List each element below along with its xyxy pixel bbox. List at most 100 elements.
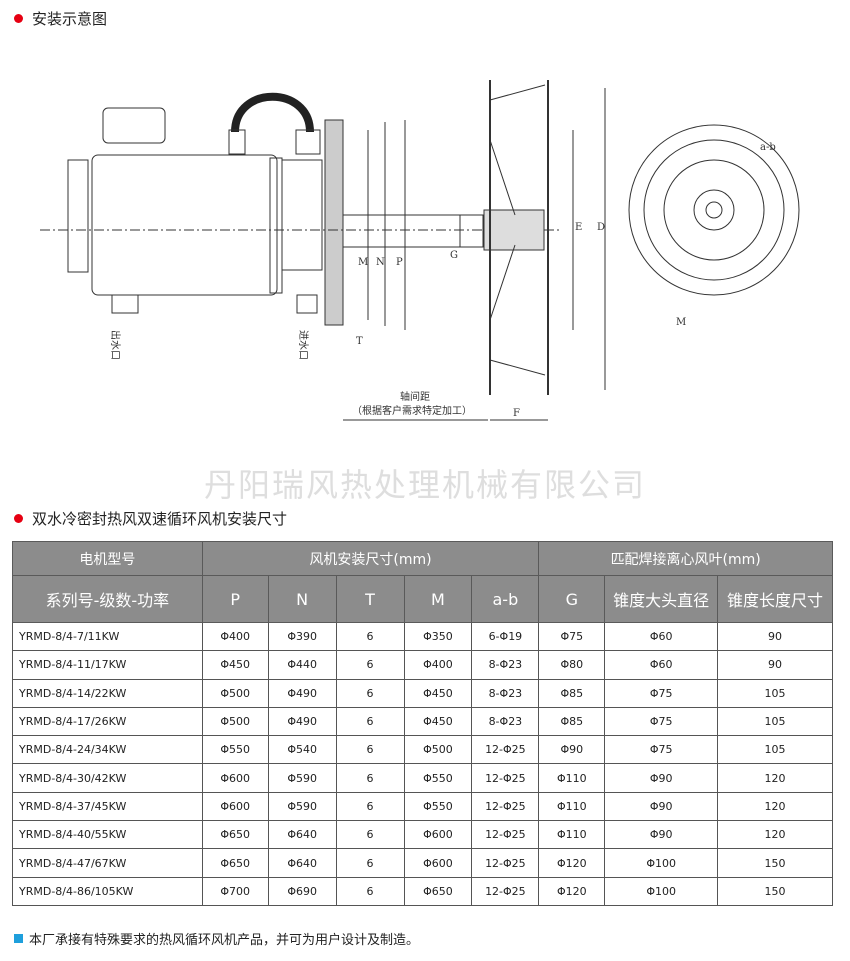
table-cell: Φ90 [538,735,606,765]
table-cell: 120 [717,763,833,793]
bullet-dot-icon [14,514,23,523]
hose-fitting [228,129,246,155]
motor-body [91,154,278,296]
dim-m: M [358,257,368,268]
table-cell: Φ85 [538,678,606,708]
table-cell: Φ400 [201,621,269,652]
shaft [342,214,484,248]
section-title-text: 安装示意图 [32,10,108,28]
dim-f: F [513,408,520,419]
table-cell: Φ650 [403,876,473,906]
table-cell: Φ350 [403,621,473,652]
outlet-pipe [111,294,139,314]
table-cell: Φ640 [267,820,337,850]
hose-fitting [295,129,321,155]
dim-m-circle: M [676,317,686,328]
table-cell: 90 [717,650,833,680]
group-header: 匹配焊接离心风叶(mm) [538,541,833,576]
table-cell: Φ60 [604,621,719,652]
table-cell: 120 [717,820,833,850]
table-cell: Φ650 [201,848,269,878]
table-cell: Φ650 [201,820,269,850]
table-cell: 120 [717,791,833,822]
column-header: N [267,575,337,623]
table-cell: Φ90 [604,820,719,850]
watermark: 丹阳瑞风热处理机械有限公司 [203,466,646,504]
section-title-dimensions: 双水冷密封热风双速循环风机安装尺寸 [14,508,287,529]
table-cell: 12-Φ25 [471,820,540,850]
table-cell: Φ500 [201,678,269,708]
table-cell: Φ550 [403,791,473,822]
table-cell: Φ450 [403,706,473,737]
model-cell: YRMD-8/4-40/55KW [12,820,203,850]
table-cell: Φ90 [604,791,719,822]
inlet-pipe [296,294,318,314]
table-cell: 8-Φ23 [471,706,540,737]
installation-diagram: 出水口 进水口 M N P T G E D F a-b M 轴间距 （根据客户需… [40,80,800,421]
table-cell: Φ600 [201,791,269,822]
table-cell: Φ590 [267,763,337,793]
mount-plate [324,119,344,326]
table-cell: 6 [335,820,405,850]
table-cell: Φ400 [403,650,473,680]
table-cell: Φ90 [604,763,719,793]
table-cell: 6 [335,735,405,765]
table-cell: Φ110 [538,820,606,850]
table-cell: Φ450 [403,678,473,708]
table-cell: 6 [335,678,405,708]
table-cell: Φ60 [604,650,719,680]
table-cell: Φ500 [201,706,269,737]
column-header: T [335,575,405,623]
table-cell: 6 [335,650,405,680]
table-cell: 105 [717,735,833,765]
table-cell: Φ75 [538,621,606,652]
table-cell: Φ640 [267,848,337,878]
model-cell: YRMD-8/4-24/34KW [12,735,203,765]
table-cell: Φ100 [604,848,719,878]
group-header: 风机安装尺寸(mm) [201,541,540,576]
table-cell: Φ100 [604,876,719,906]
table-cell: Φ600 [403,848,473,878]
flange-front-view [628,124,800,296]
column-header: P [201,575,269,623]
impeller-blades [489,84,546,376]
table-cell: 6 [335,848,405,878]
column-header: 锥度长度尺寸 [717,575,833,623]
group-header-row: 电机型号风机安装尺寸(mm)匹配焊接离心风叶(mm) [12,541,833,576]
table-cell: Φ690 [267,876,337,906]
table-cell: 8-Φ23 [471,678,540,708]
model-cell: YRMD-8/4-7/11KW [12,621,203,652]
column-header: G [538,575,606,623]
dim-a-b: a-b [760,142,776,153]
hose [231,92,314,133]
terminal-box [102,107,166,144]
table-cell: Φ550 [403,763,473,793]
table-cell: 6 [335,791,405,822]
dim-n: N [376,257,385,268]
table-cell: Φ75 [604,706,719,737]
table-cell: 6 [335,876,405,906]
inlet-label: 进水口 [297,330,309,360]
table-cell: 6-Φ19 [471,621,540,652]
model-cell: YRMD-8/4-37/45KW [12,791,203,822]
model-cell: YRMD-8/4-14/22KW [12,678,203,708]
table-cell: Φ80 [538,650,606,680]
section-title-installation: 安装示意图 [14,8,107,29]
table-cell: Φ110 [538,791,606,822]
model-cell: YRMD-8/4-47/67KW [12,848,203,878]
table-cell: Φ550 [201,735,269,765]
table-cell: Φ120 [538,848,606,878]
table-cell: Φ500 [403,735,473,765]
table-cell: Φ600 [403,820,473,850]
